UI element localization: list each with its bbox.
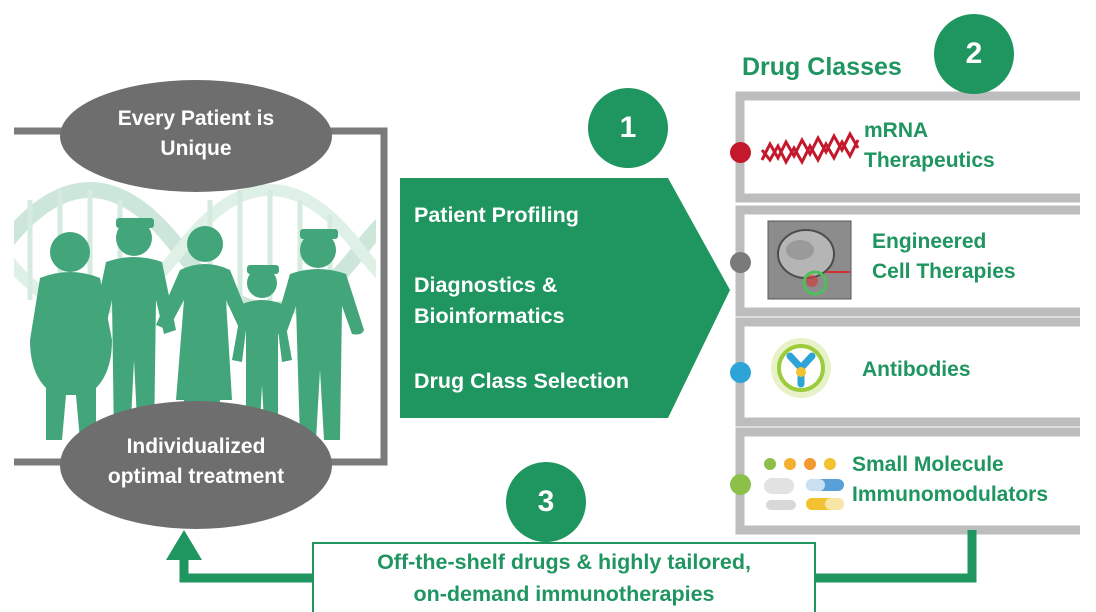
process-item-diagnostics: Diagnostics &	[414, 273, 558, 297]
drug-class-cell-line1: Engineered	[872, 230, 987, 253]
drug-class-mrna-line1: mRNA	[864, 119, 929, 142]
drug-class-mrna: mRNA Therapeutics	[864, 116, 995, 176]
individualized-line2: optimal treatment	[107, 465, 285, 488]
individualized-line1: Individualized	[126, 435, 266, 458]
drug-class-small-molecule-line1: Small Molecule	[852, 453, 1004, 476]
dot-antibodies	[730, 362, 751, 383]
oval-every-patient	[60, 80, 332, 192]
drug-class-mrna-line2: Therapeutics	[864, 149, 995, 172]
drug-class-cell-therapies: Engineered Cell Therapies	[872, 227, 1016, 287]
feedback-caption-box	[312, 542, 816, 612]
drug-class-antibodies: Antibodies	[862, 358, 971, 381]
feedback-line1: Off-the-shelf drugs & highly tailored,	[377, 550, 751, 574]
oval-every-patient-text: Every Patient is Unique	[70, 104, 322, 164]
oval-individualized	[60, 401, 332, 529]
every-patient-line2: Unique	[160, 137, 232, 160]
feedback-caption: Off-the-shelf drugs & highly tailored, o…	[312, 546, 816, 610]
process-item-bioinformatics: Bioinformatics	[414, 304, 565, 328]
dot-mrna	[730, 142, 751, 163]
feedback-line2: on-demand immunotherapies	[413, 582, 715, 606]
step-badge-2: 2	[934, 14, 1014, 94]
drug-class-small-molecule: Small Molecule Immunomodulators	[852, 450, 1048, 510]
pills-icon	[764, 458, 844, 510]
process-item-drug-class-selection: Drug Class Selection	[414, 369, 630, 393]
patient-silhouettes-icon	[30, 218, 364, 440]
drug-class-cell-line2: Cell Therapies	[872, 260, 1016, 283]
step-badge-1: 1	[588, 88, 668, 168]
process-arrow	[400, 178, 730, 418]
oval-individualized-text: Individualized optimal treatment	[70, 432, 322, 492]
antibody-icon	[771, 338, 831, 398]
process-item-patient-profiling: Patient Profiling	[414, 203, 579, 227]
dot-small-molecule	[730, 474, 751, 495]
step-badge-3: 3	[506, 462, 586, 542]
drug-classes-title: Drug Classes	[742, 53, 902, 81]
every-patient-line1: Every Patient is	[117, 107, 275, 130]
feedback-arrowhead-icon	[166, 530, 202, 560]
dot-cell-therapies	[730, 252, 751, 273]
cell-micrograph-icon	[767, 220, 852, 300]
mrna-helix-icon	[760, 130, 860, 166]
drug-class-small-molecule-line2: Immunomodulators	[852, 483, 1049, 506]
